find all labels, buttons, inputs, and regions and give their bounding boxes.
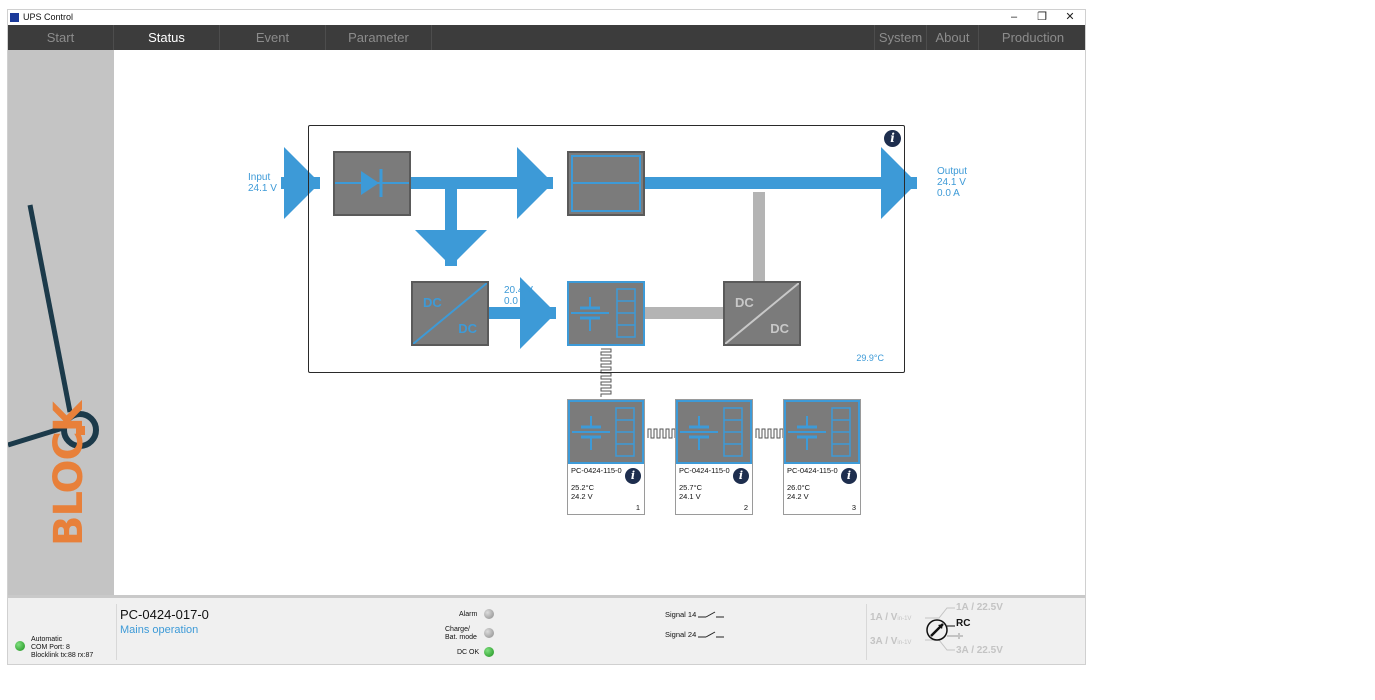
battery-module-1[interactable]: PC-0424-115-0 i 25.2°C 24.2 V 1 — [567, 399, 645, 515]
close-button[interactable]: ✕ — [1065, 11, 1075, 23]
rc-top-right: 1A / 22.5V — [956, 602, 1003, 613]
charge-mode-label: Charge/ Bat. mode — [445, 626, 477, 641]
power-flow-diagram — [281, 147, 917, 439]
module-index: 1 — [635, 503, 640, 512]
dc-out-label: DC — [458, 321, 477, 336]
battery-module-3[interactable]: PC-0424-115-0 i 26.0°C 24.2 V 3 — [783, 399, 861, 515]
window-title: UPS Control — [23, 12, 74, 22]
alarm-led — [484, 609, 494, 619]
switch-block — [567, 151, 645, 216]
module-name: PC-0424-115-0 — [679, 466, 730, 475]
connection-info: Automatic COM Port: 8 Blocklink tx:88 rx… — [31, 636, 94, 659]
module-temperature: 26.0°C — [787, 483, 811, 492]
rc-center-label: RC — [956, 618, 971, 629]
module-index: 2 — [743, 503, 748, 512]
module-info-icon[interactable]: i — [625, 468, 641, 484]
restore-button[interactable]: ❐ — [1037, 11, 1047, 23]
device-id: PC-0424-017-0 — [120, 607, 209, 622]
capacitor-icon — [571, 288, 636, 338]
bus-link-1-2 — [647, 428, 676, 439]
tab-system[interactable]: System — [874, 25, 927, 50]
status-view: i 29.9°C Input 24.1 V Output 24.1 V 0.0 … — [114, 50, 1085, 595]
tab-event[interactable]: Event — [220, 25, 326, 50]
output-label: Output 24.1 V 0.0 A — [937, 166, 968, 199]
signal-14-label: Signal 14 — [665, 610, 697, 619]
module-name: PC-0424-115-0 — [571, 466, 622, 475]
signal-24-switch-icon — [698, 631, 724, 638]
status-bar: Automatic COM Port: 8 Blocklink tx:88 rx… — [8, 595, 1085, 664]
brand-panel: BLOCK — [8, 50, 114, 595]
output-dcdc-block: DC DC — [723, 281, 801, 346]
ups-unit-frame: i 29.9°C — [308, 125, 905, 373]
minimize-button[interactable]: – — [1010, 11, 1018, 23]
app-window: UPS Control – ❐ ✕ Start Status Event Par… — [7, 9, 1086, 665]
unit-temperature: 29.9°C — [856, 353, 884, 363]
dc-out-label: DC — [770, 321, 789, 336]
charger-readout: 20.4 V 0.0 A — [504, 285, 533, 307]
brand-logo: BLOCK — [46, 402, 92, 546]
rc-selector-icon — [925, 607, 963, 651]
module-capacitor-graphic — [676, 400, 752, 464]
brand-graphic — [8, 204, 99, 449]
charger-dcdc-block: DC DC — [411, 281, 489, 346]
tab-production[interactable]: Production — [1001, 30, 1065, 45]
module-index: 3 — [851, 503, 856, 512]
tab-start[interactable]: Start — [8, 25, 114, 50]
diode-icon — [335, 169, 409, 197]
tab-parameter[interactable]: Parameter — [326, 25, 432, 50]
dc-in-label: DC — [423, 295, 442, 310]
alarm-label: Alarm — [459, 611, 478, 618]
module-name: PC-0424-115-0 — [787, 466, 838, 475]
module-capacitor-graphic — [784, 400, 860, 464]
dcdc-diagonal-icon — [725, 283, 799, 344]
title-bar: UPS Control – ❐ ✕ — [8, 10, 1085, 25]
module-voltage: 24.1 V — [679, 492, 701, 501]
module-temperature: 25.2°C — [571, 483, 595, 492]
module-temperature: 25.7°C — [679, 483, 703, 492]
tab-status[interactable]: Status — [114, 25, 220, 50]
bus-link-2-3 — [755, 428, 784, 439]
battery-module-2[interactable]: PC-0424-115-0 i 25.7°C 24.1 V 2 — [675, 399, 753, 515]
dc-ok-label: DC OK — [457, 649, 480, 656]
rc-top-left: 1A / Vin-1V — [870, 612, 912, 623]
module-info-icon[interactable]: i — [733, 468, 749, 484]
rectifier-block — [333, 151, 411, 216]
bus-link-vertical — [600, 348, 612, 397]
operation-mode: Mains operation — [120, 624, 199, 636]
rc-bottom-right: 3A / 22.5V — [956, 645, 1003, 656]
charge-mode-led — [484, 628, 494, 638]
dc-in-label: DC — [735, 295, 754, 310]
module-info-icon[interactable]: i — [841, 468, 857, 484]
menu-bar: Start Status Event Parameter System Abou… — [8, 25, 1085, 50]
dcdc-diagonal-icon — [413, 283, 487, 344]
ups-info-icon[interactable]: i — [884, 130, 901, 147]
app-icon — [10, 13, 19, 22]
module-capacitor-graphic — [568, 400, 644, 464]
signal-24-label: Signal 24 — [665, 630, 697, 639]
connection-status-led — [15, 641, 25, 651]
battery-block — [567, 281, 645, 346]
switch-icon — [571, 155, 641, 212]
tab-about[interactable]: About — [927, 25, 979, 50]
module-voltage: 24.2 V — [787, 492, 809, 501]
dc-ok-led — [484, 647, 494, 657]
module-voltage: 24.2 V — [571, 492, 593, 501]
input-label: Input 24.1 V — [248, 172, 277, 194]
rc-bottom-left: 3A / Vin-1V — [870, 636, 912, 647]
signal-14-switch-icon — [698, 611, 724, 618]
